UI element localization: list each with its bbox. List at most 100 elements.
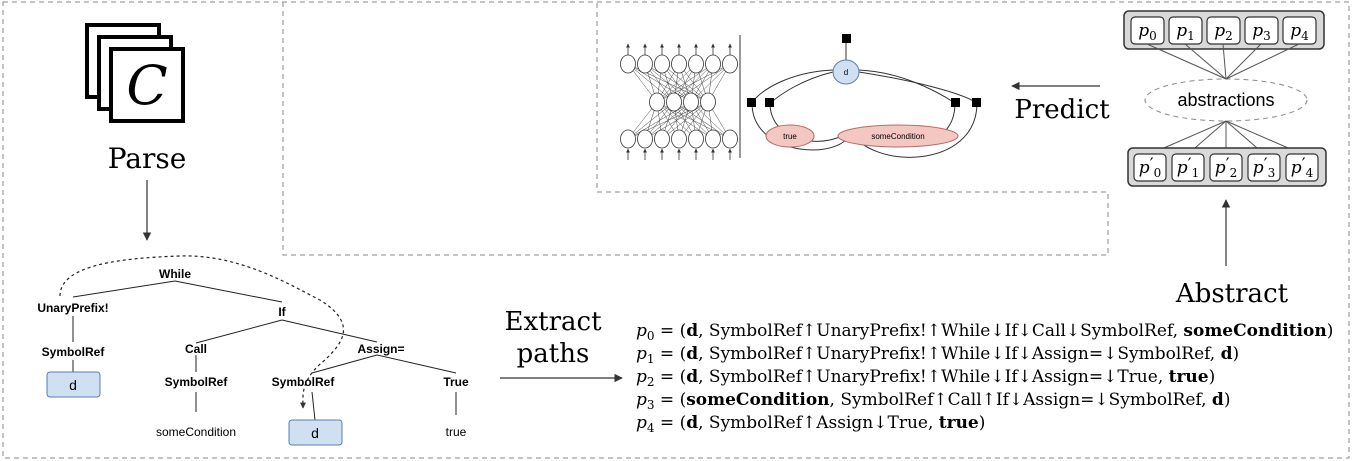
abstract-path-chip-3: [1247, 153, 1281, 182]
nn-edge: [673, 101, 731, 140]
chip-subscript: 4: [1301, 29, 1309, 43]
nn-neuron: [688, 54, 704, 74]
abstraction-in-line-1: [1184, 43, 1227, 80]
abstract-path-chip-2: [1209, 153, 1243, 182]
path-var: p: [636, 344, 647, 364]
crf-node-d-label: d: [844, 68, 848, 77]
original-path-chip-label-2: p2: [1214, 21, 1233, 43]
ast-node-assign: Assign=: [357, 342, 404, 356]
path-end-token: true: [939, 413, 979, 433]
ast-node-symbolref-left: SymbolRef: [42, 345, 106, 359]
ast-tree: While UnaryPrefix! If SymbolRef Call Ass…: [37, 255, 469, 446]
original-path-chip-label-1: p1: [1176, 21, 1195, 43]
path-start-token: someCondition: [686, 390, 829, 410]
nn-neuron: [671, 54, 687, 74]
path-line-2: p2 = (d, SymbolRef↑UnaryPrefix!↑While↓If…: [636, 367, 1215, 389]
crf-factor-left2: [765, 98, 774, 107]
path-start-token: d: [686, 321, 698, 341]
abstract-path-chip-1: [1171, 153, 1205, 182]
abstract-label: Abstract: [1175, 279, 1289, 309]
abstraction-in-line-3: [1225, 43, 1262, 80]
chip-var: p: [1138, 21, 1149, 41]
nn-neuron: [722, 54, 738, 74]
path-close: ): [1233, 344, 1240, 364]
extract-label-line2: paths: [517, 339, 590, 369]
nn-neuron: [637, 54, 653, 74]
path-equals: = (: [655, 390, 687, 410]
path-var: p: [636, 367, 647, 387]
chip-var: p: [1176, 21, 1187, 41]
predict-label: Predict: [1014, 95, 1110, 125]
chip-var: p: [1177, 158, 1188, 178]
chip-subscript: 0: [1149, 29, 1157, 43]
nn-neuron: [705, 129, 721, 149]
abstraction-in-line-4: [1225, 43, 1300, 80]
chip-subscript: 2: [1230, 166, 1238, 180]
chip-subscript: 3: [1268, 166, 1276, 180]
path-subscript: 3: [647, 398, 655, 412]
path-line-1: p1 = (d, SymbolRef↑UnaryPrefix!↑While↓If…: [636, 344, 1239, 366]
chip-subscript: 3: [1263, 29, 1271, 43]
abstractions-label: abstractions: [1177, 90, 1274, 110]
crf-factor-top: [842, 34, 851, 43]
nn-edge: [656, 63, 697, 103]
path-equals: = (: [655, 367, 687, 387]
abstraction-in-line-0: [1146, 43, 1227, 80]
path-equals: = (: [655, 413, 687, 433]
nn-edge: [690, 63, 731, 103]
abstract-path-chip-label-1: p′1: [1177, 155, 1199, 180]
crf-node-d: [832, 59, 860, 85]
nn-neuron: [654, 129, 670, 149]
nn-edge: [690, 101, 731, 140]
path-subscript: 0: [647, 329, 655, 343]
path-line-3: p3 = (someCondition, SymbolRef↑Call↑If↓A…: [636, 390, 1230, 412]
path-end-token: someCondition: [1183, 321, 1326, 341]
nn-edge: [656, 101, 697, 140]
crf-node-true-label: true: [783, 132, 797, 141]
extract-label-line1: Extract: [504, 307, 602, 337]
ast-node-while: While: [159, 267, 191, 281]
ast-node-symbolref-call: SymbolRef: [165, 375, 229, 389]
path-close: ): [1327, 321, 1334, 341]
nn-edge: [673, 63, 731, 103]
ast-leaf-d-right-box: [288, 419, 343, 446]
nn-neuron: [649, 92, 665, 112]
nn-neuron: [700, 92, 716, 112]
chip-var: p: [1290, 21, 1301, 41]
abstract-path-chip-label-3: p′3: [1253, 155, 1275, 180]
source-code-icon: C: [85, 23, 185, 123]
crf-factor-right2: [972, 98, 981, 107]
original-path-chip-label-4: p4: [1290, 21, 1309, 43]
path-var: p: [636, 390, 647, 410]
path-line-0: p0 = (d, SymbolRef↑UnaryPrefix!↑While↓If…: [636, 321, 1333, 343]
region-divider: [282, 2, 1109, 256]
path-var: p: [636, 413, 647, 433]
path-equals: = (: [655, 321, 687, 341]
parse-label: Parse: [108, 142, 187, 175]
original-path-chip-label-3: p3: [1252, 21, 1271, 43]
abstract-path-chip-label-4: p′4: [1291, 155, 1314, 180]
path-close: ): [1209, 367, 1216, 387]
chip-var: p: [1139, 158, 1150, 178]
chip-prime: ′: [1150, 155, 1154, 175]
nn-neuron: [654, 54, 670, 74]
original-path-chip-label-0: p0: [1138, 21, 1157, 43]
path-subscript: 1: [647, 352, 655, 366]
chip-var: p: [1291, 158, 1302, 178]
ast-node-true: True: [443, 375, 469, 389]
chip-subscript: 0: [1154, 166, 1162, 180]
nn-neuron: [683, 92, 699, 112]
abstract-path-chip-label-2: p′2: [1215, 155, 1237, 180]
crf-factor-left1: [747, 98, 756, 107]
path-start-token: d: [686, 413, 698, 433]
ast-leaf-d-left: d: [69, 377, 77, 393]
ast-node-symbolref-assign: SymbolRef: [272, 375, 336, 389]
source-glyph: C: [126, 54, 167, 117]
path-var: p: [636, 321, 647, 341]
original-path-chip-4: [1282, 16, 1317, 45]
chip-prime: ′: [1264, 155, 1268, 175]
path-body: , SymbolRef↑UnaryPrefix!↑While↓If↓Assign…: [698, 344, 1221, 364]
path-line-4: p4 = (d, SymbolRef↑Assign↓True, true): [636, 413, 985, 435]
